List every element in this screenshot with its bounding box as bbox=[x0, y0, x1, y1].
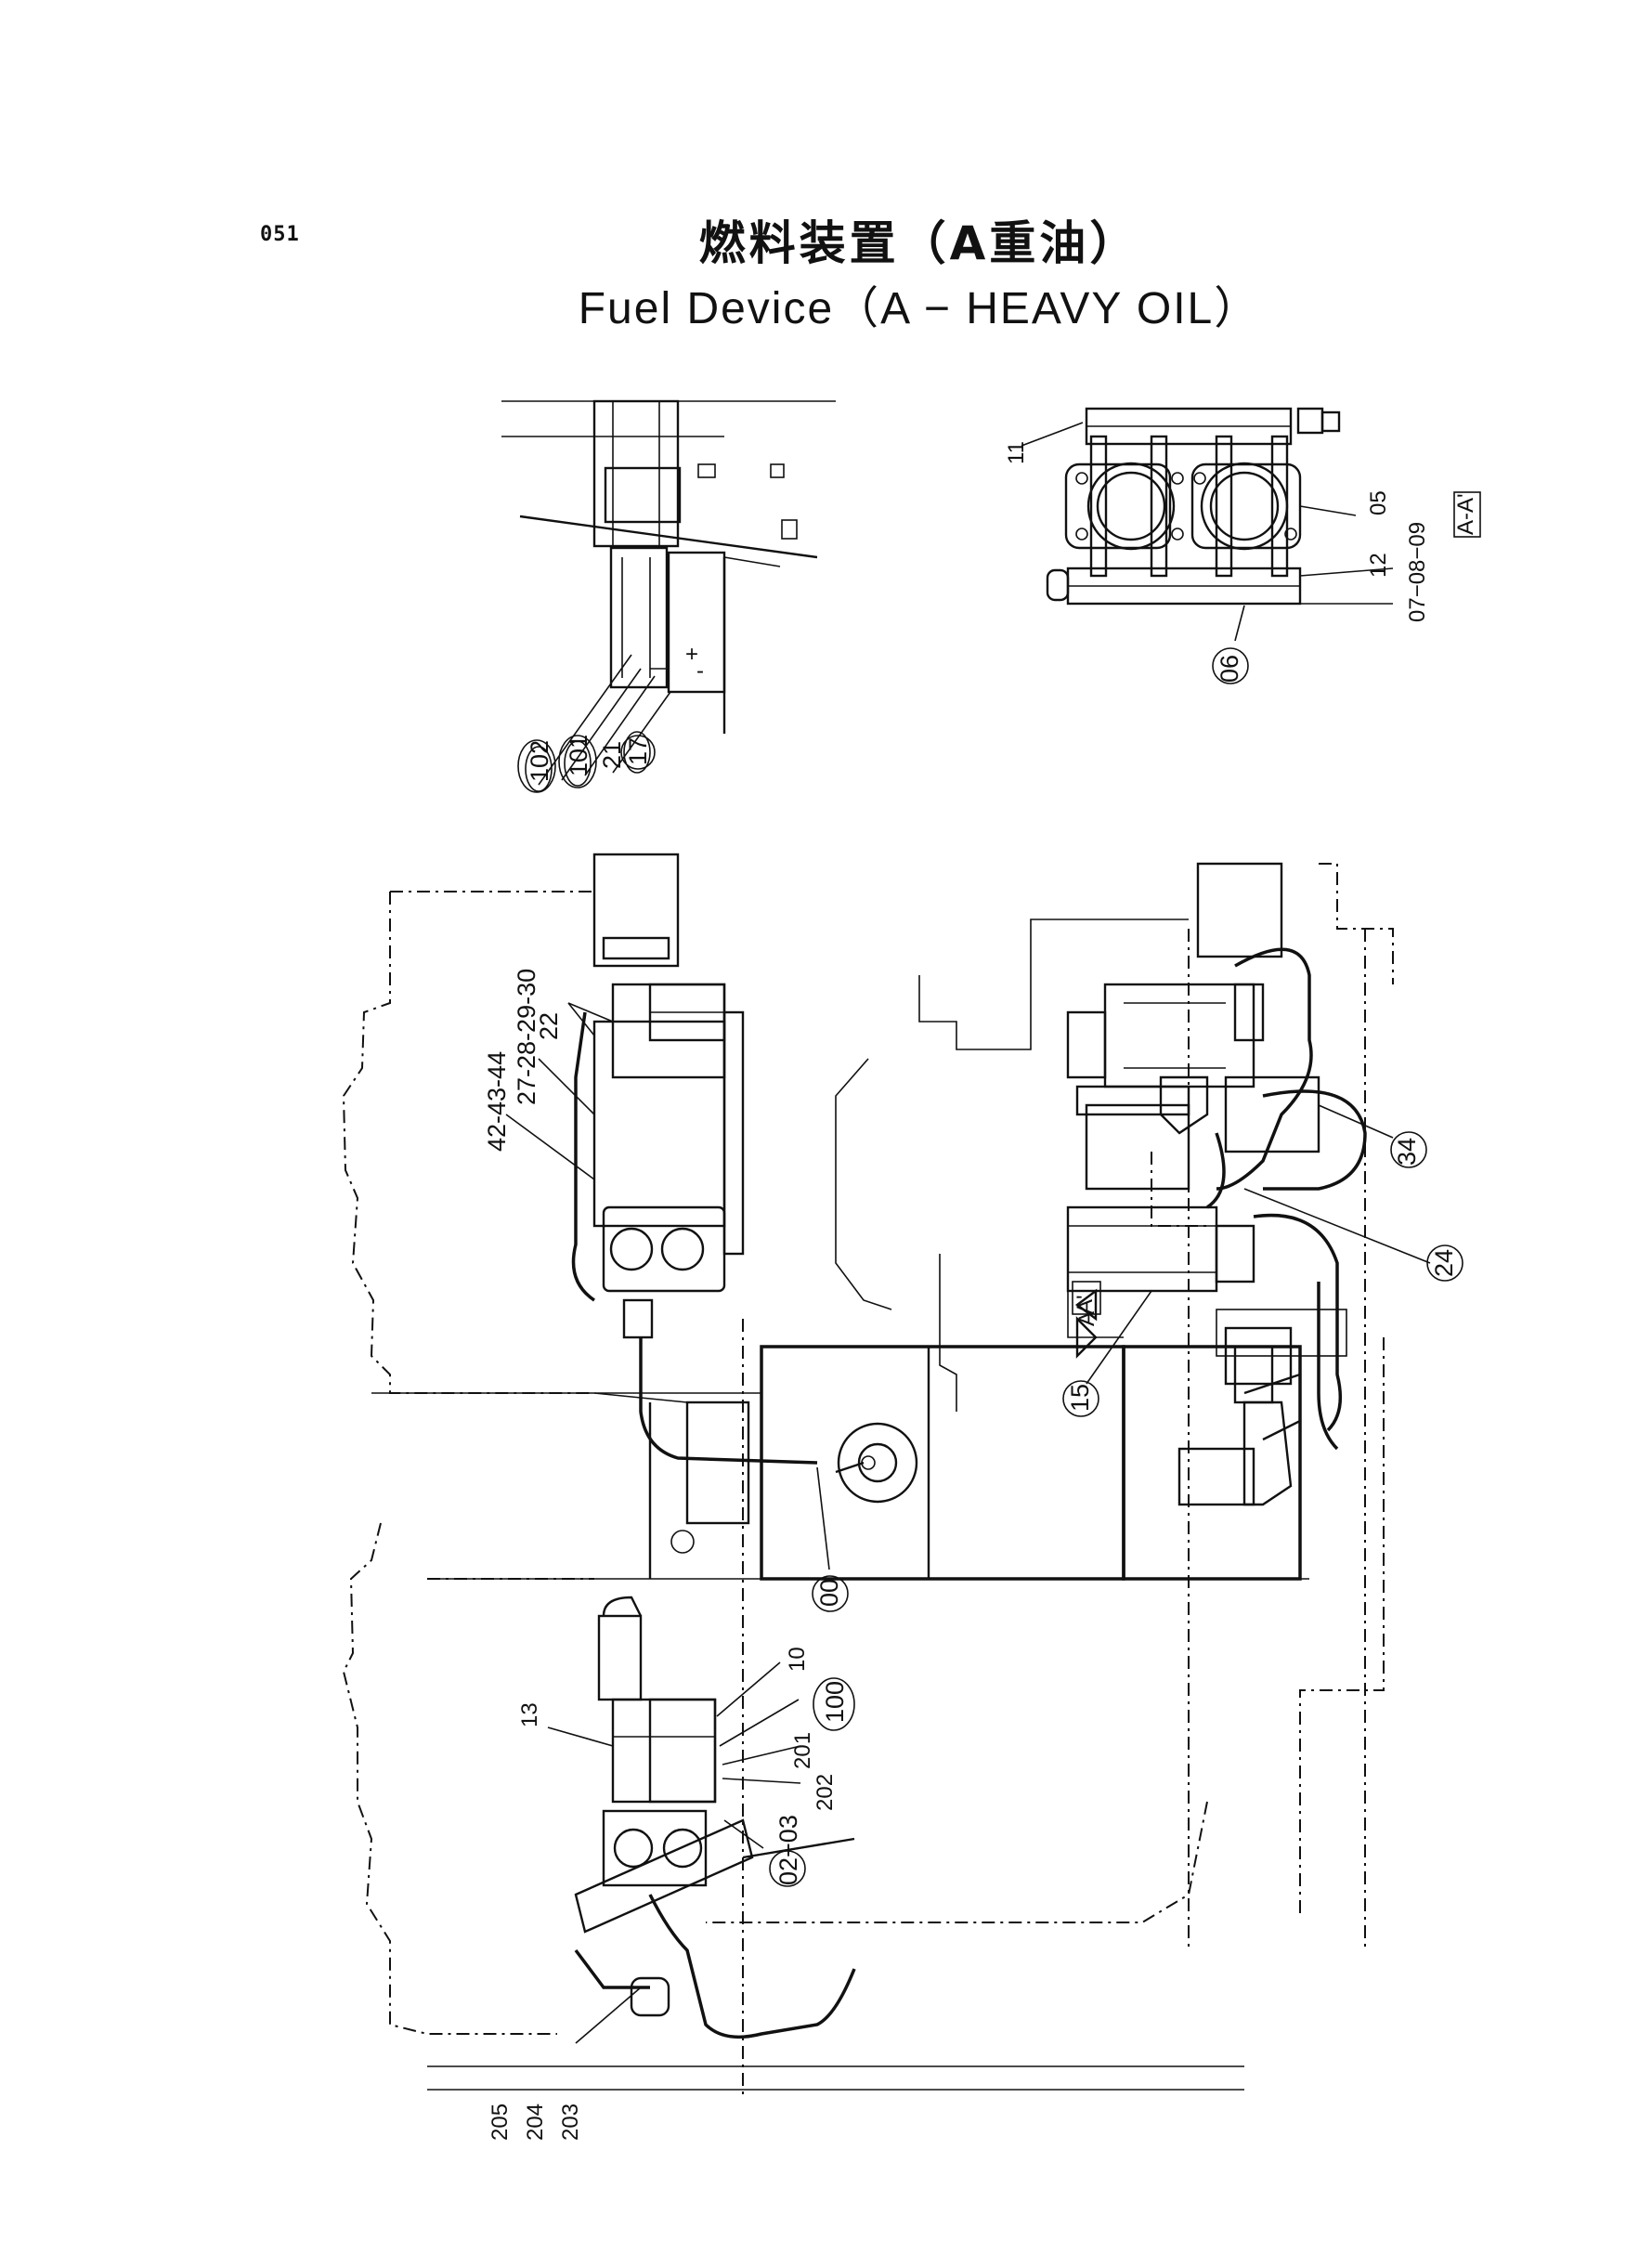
engine-room-plan bbox=[342, 853, 1394, 2099]
part-label-202: 202 bbox=[813, 1774, 838, 1811]
svg-text:-: - bbox=[696, 658, 704, 684]
leader-lines bbox=[505, 1002, 1431, 2044]
part-label-12: 12 bbox=[1366, 553, 1391, 578]
title-japanese: 燃料装置（A重油） bbox=[698, 216, 1140, 270]
label-circles bbox=[517, 647, 1463, 1887]
part-label-11: 11 bbox=[1004, 441, 1029, 464]
part-label-06: 06 bbox=[1216, 655, 1243, 683]
tank-bracket-detail: + - bbox=[501, 399, 836, 792]
part-label-205: 205 bbox=[488, 2104, 513, 2141]
part-label-13: 13 bbox=[517, 1702, 542, 1727]
part-label-22: 22 bbox=[535, 1012, 563, 1040]
section-tag-box: A-A' bbox=[1453, 491, 1481, 538]
filter-section-detail bbox=[1021, 407, 1394, 642]
page-number: 051 bbox=[260, 223, 300, 246]
part-label-100: 100 bbox=[821, 1681, 849, 1723]
part-label-204: 204 bbox=[523, 2104, 548, 2141]
part-label-02-03: 02−03 bbox=[774, 1815, 802, 1885]
part-label-17: 17 bbox=[624, 737, 652, 765]
title-english: Fuel Device（A − HEAVY OIL） bbox=[578, 284, 1261, 333]
part-label-15: 15 bbox=[1066, 1384, 1094, 1412]
svg-text:+: + bbox=[685, 642, 698, 667]
part-label-27-28-29-30: 27-28-29-30 bbox=[513, 969, 540, 1105]
part-label-42-43-44: 42-43-44 bbox=[483, 1051, 511, 1152]
section-marker-a-prime: A' bbox=[1073, 1295, 1098, 1314]
part-label-00: 00 bbox=[815, 1579, 843, 1607]
part-label-05: 05 bbox=[1366, 490, 1391, 515]
part-label-201: 201 bbox=[790, 1732, 815, 1769]
section-marker-a: A bbox=[1074, 1311, 1099, 1326]
section-tag: A-A' bbox=[1453, 493, 1478, 535]
part-label-203: 203 bbox=[558, 2104, 583, 2141]
part-label-07-08-09: 07−08−09 bbox=[1405, 522, 1430, 622]
part-label-10: 10 bbox=[785, 1647, 810, 1672]
section-markers: A' A bbox=[1073, 1288, 1099, 1359]
part-label-101: 101 bbox=[565, 735, 592, 776]
part-label-24: 24 bbox=[1430, 1249, 1458, 1277]
part-label-34: 34 bbox=[1393, 1138, 1421, 1166]
